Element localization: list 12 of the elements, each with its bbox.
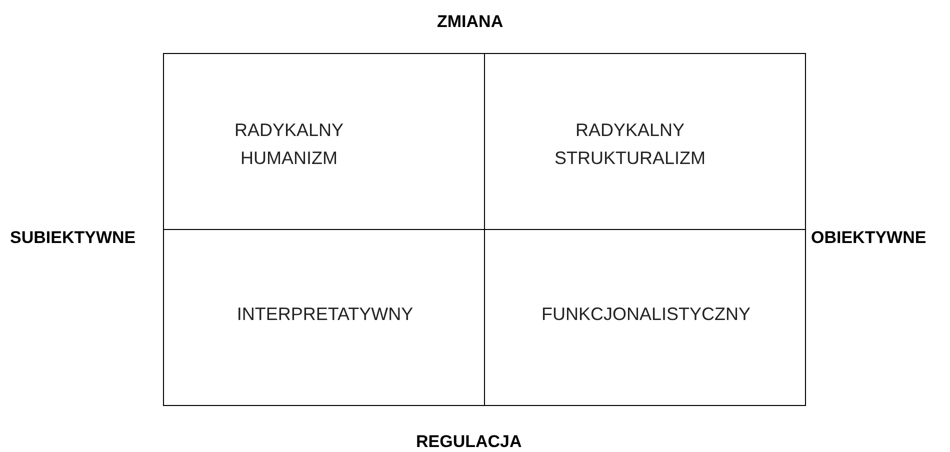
quadrant-cell	[484, 229, 806, 406]
quadrant-label: RADYKALNY HUMANIZM	[233, 119, 345, 170]
axis-label: REGULACJA	[416, 432, 522, 452]
axis-label: OBIEKTYWNE	[811, 228, 926, 248]
quadrant-label: INTERPRETATYWNY	[236, 303, 414, 326]
quadrant-label: RADYKALNY STRUKTURALIZM	[553, 119, 706, 170]
quadrant-cell	[484, 53, 806, 230]
quadrant-cell	[163, 229, 485, 406]
axis-label: SUBIEKTYWNE	[10, 228, 136, 248]
axis-label: ZMIANA	[437, 12, 504, 32]
quadrant-label: FUNKCJONALISTYCZNY	[540, 303, 752, 326]
quadrant-cell	[163, 53, 485, 230]
